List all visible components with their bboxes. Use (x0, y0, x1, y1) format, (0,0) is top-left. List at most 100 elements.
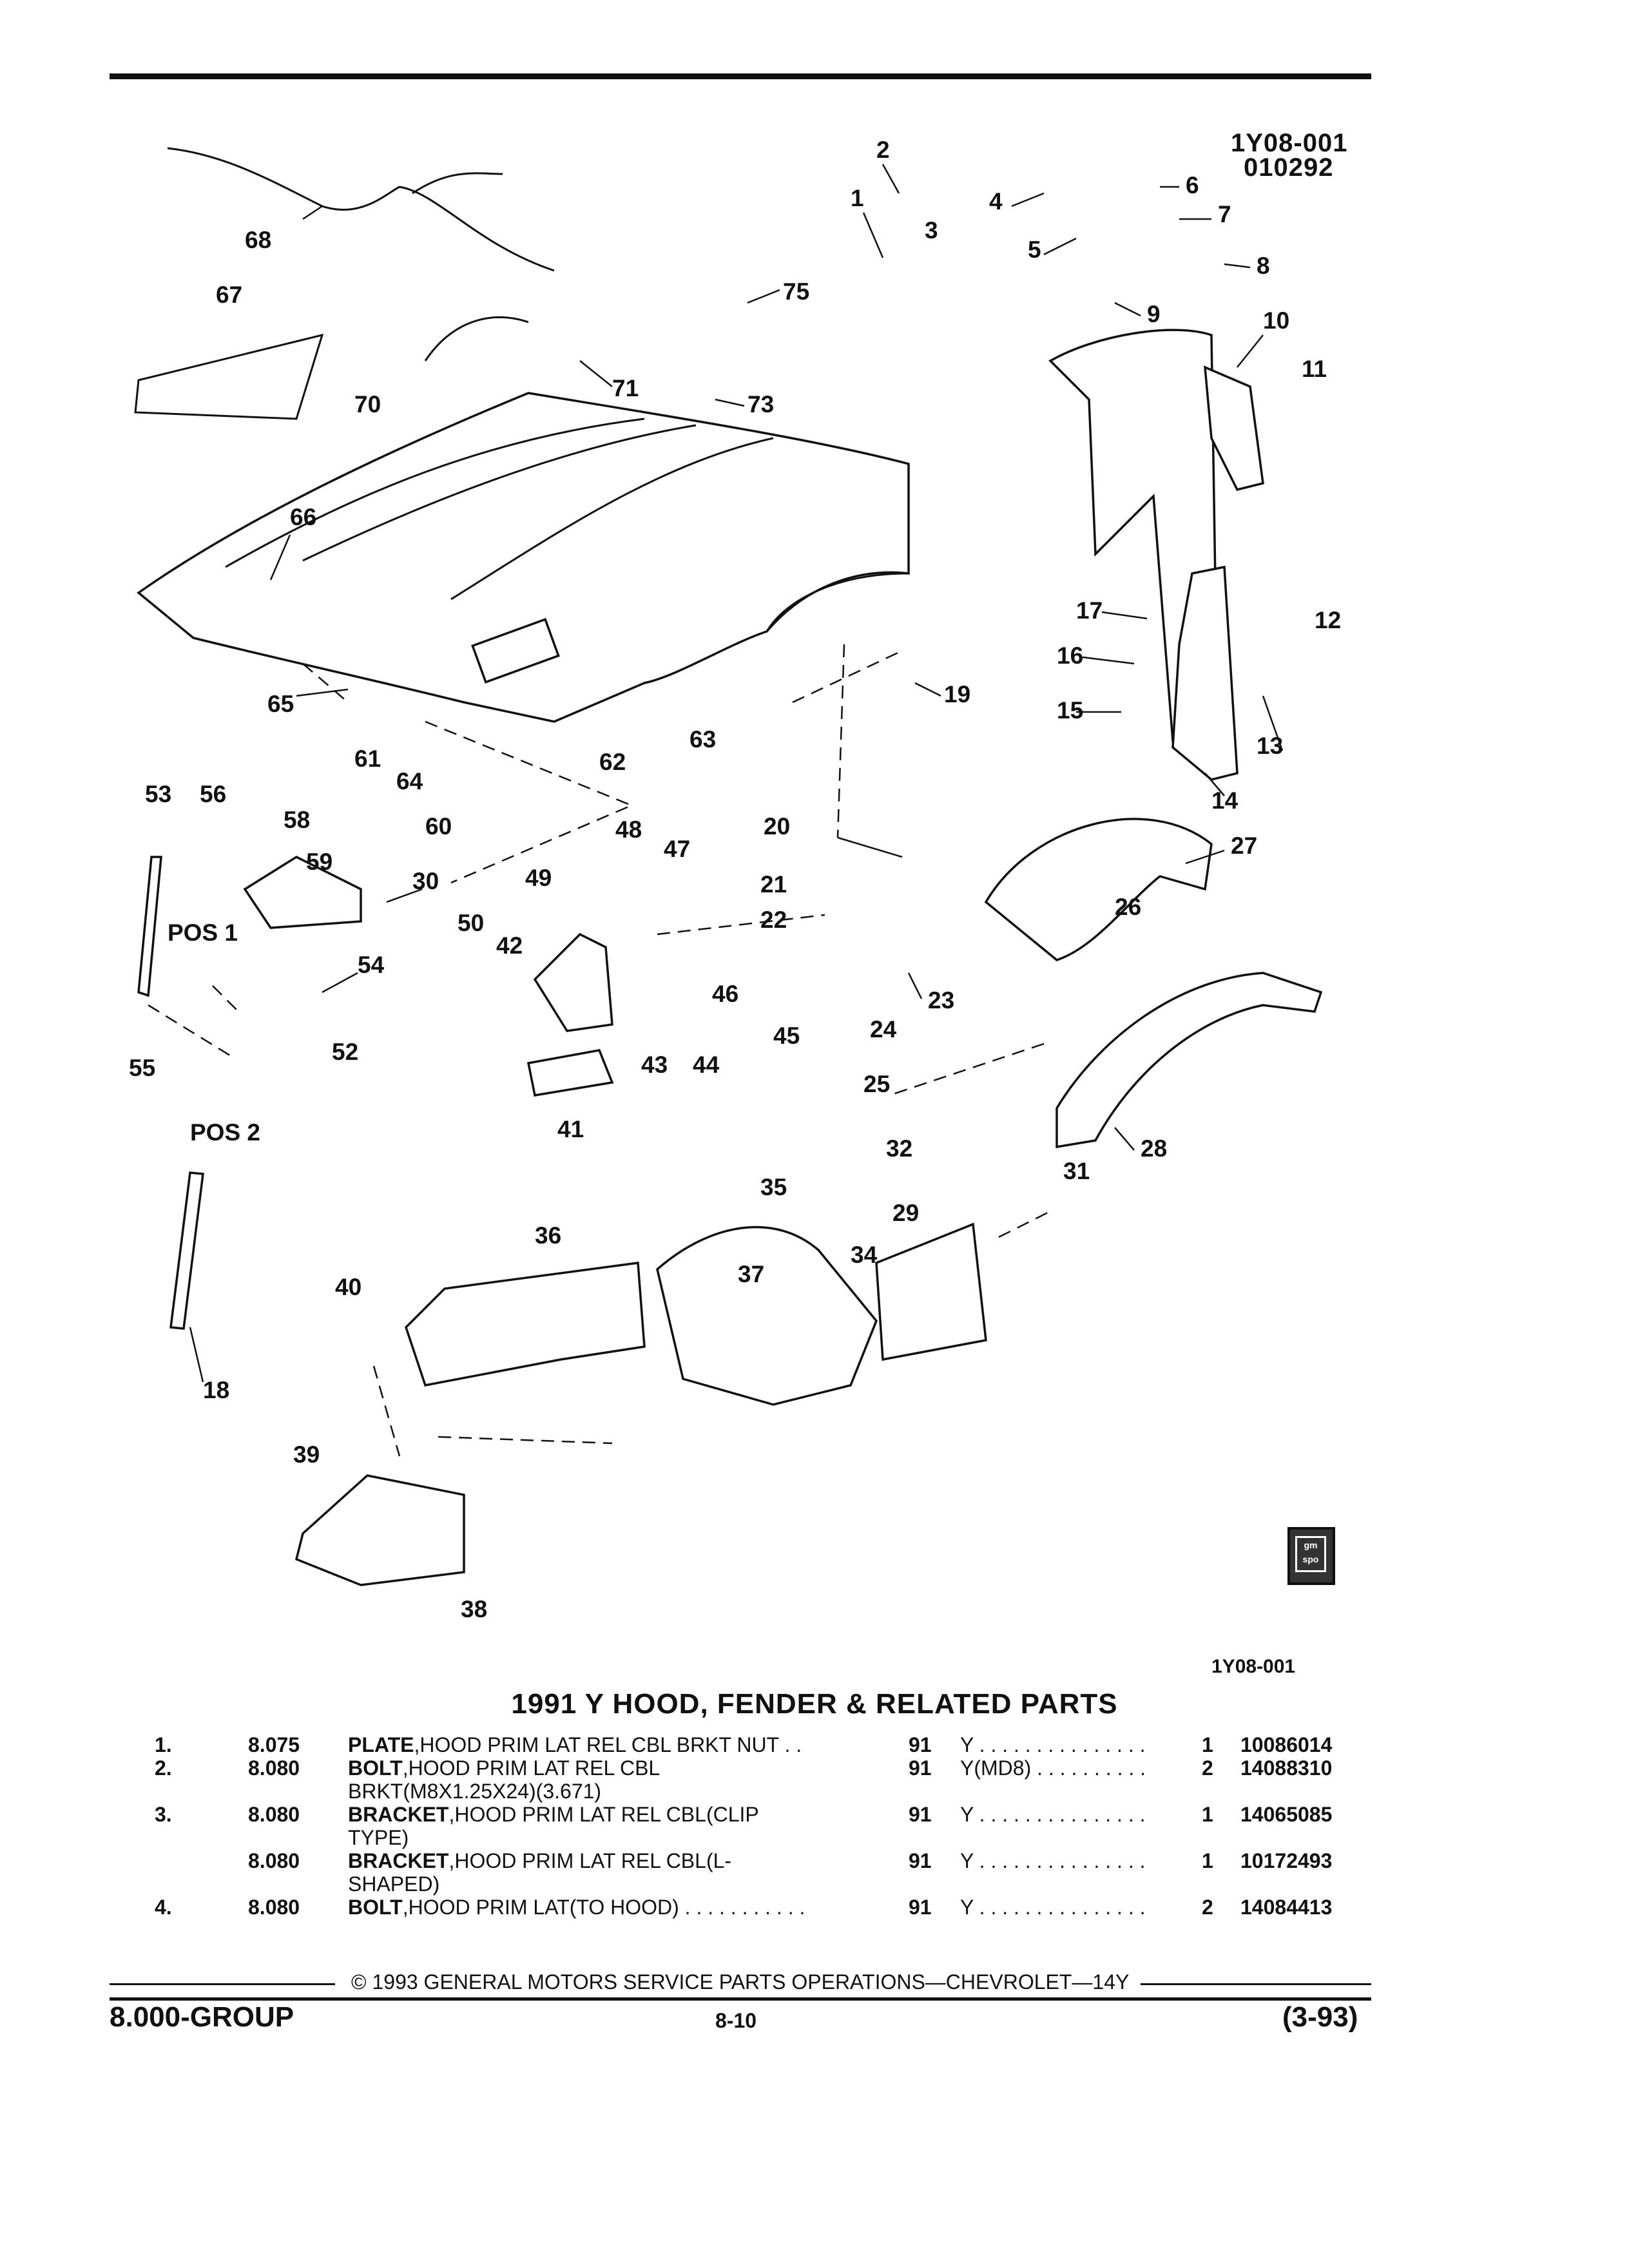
parts-row: 3. 8.080 BRACKET,HOOD PRIM LAT REL CBL(C… (155, 1803, 1379, 1849)
callout-21: 21 (760, 871, 787, 898)
callout-34: 34 (851, 1242, 878, 1268)
top-rule (110, 73, 1371, 79)
part-description: BRACKET,HOOD PRIM LAT REL CBL(L- SHAPED) (348, 1849, 876, 1896)
parts-list: 1. 8.075 PLATE,HOOD PRIM LAT REL CBL BRK… (155, 1733, 1379, 1919)
item-number: 3. (155, 1803, 172, 1826)
figure-date: 010292 (1244, 153, 1334, 182)
callout-10: 10 (1263, 307, 1289, 334)
callout-41: 41 (557, 1116, 584, 1142)
parts-row: 1. 8.075 PLATE,HOOD PRIM LAT REL CBL BRK… (155, 1733, 1379, 1780)
callout-45: 45 (773, 1023, 800, 1049)
air-deflector (294, 1474, 465, 1586)
callout-27: 27 (1231, 832, 1257, 859)
quantity: 1 (1202, 1733, 1213, 1756)
callout-23: 23 (928, 987, 954, 1014)
part-number: 10086014 (1240, 1733, 1333, 1756)
group-number: 8.075 (248, 1733, 300, 1756)
callout-48: 48 (615, 816, 642, 843)
callout-49: 49 (525, 865, 552, 891)
group-label: 8.000-GROUP (110, 2001, 294, 2033)
callout-47: 47 (664, 836, 690, 862)
item-number: 2. (155, 1756, 172, 1780)
callout-75: 75 (783, 278, 809, 305)
callout-68: 68 (245, 227, 271, 253)
callout-26: 26 (1115, 894, 1141, 920)
callout-2: 2 (876, 137, 890, 163)
footer-rule-left (110, 1983, 335, 1985)
part-desc-text: ,HOOD PRIM LAT REL CBL(L- (448, 1849, 732, 1872)
callout-37: 37 (738, 1261, 764, 1287)
callout-22: 22 (760, 907, 787, 933)
callout-1: 1 (851, 185, 864, 211)
callout-54: 54 (358, 952, 385, 978)
callout-44: 44 (693, 1052, 720, 1078)
callout-43: 43 (641, 1052, 668, 1078)
callout-12: 12 (1315, 607, 1341, 633)
callout-29: 29 (892, 1200, 919, 1226)
callout-55: 55 (129, 1055, 155, 1081)
callout-67: 67 (216, 282, 242, 308)
item-number: 4. (155, 1896, 172, 1919)
callout-6: 6 (1186, 172, 1199, 198)
part-desc-text: ,HOOD PRIM LAT REL CBL (402, 1756, 660, 1780)
callout-24: 24 (870, 1016, 897, 1043)
callout-38: 38 (461, 1596, 487, 1622)
callout-71: 71 (612, 375, 639, 401)
callout-73: 73 (747, 391, 774, 418)
group-number: 8.080 (248, 1756, 300, 1780)
gm-spo-logo: gm spo (1287, 1527, 1335, 1585)
callout-19: 19 (944, 681, 970, 707)
part-name: BOLT (348, 1896, 403, 1919)
callout-52: 52 (332, 1039, 358, 1065)
model-year: 91 (909, 1803, 932, 1826)
quantity: 1 (1202, 1803, 1213, 1826)
callout-25: 25 (863, 1071, 890, 1097)
callout-17: 17 (1076, 597, 1103, 624)
part-number: 14084413 (1240, 1896, 1333, 1919)
callout-14: 14 (1211, 787, 1239, 814)
callout-63: 63 (689, 726, 716, 753)
callout-59: 59 (306, 849, 333, 875)
callout-16: 16 (1057, 642, 1083, 669)
part-description: BOLT,HOOD PRIM LAT(TO HOOD) . . . . . . … (348, 1896, 876, 1919)
callout-42: 42 (496, 932, 523, 959)
callout-3: 3 (925, 217, 938, 244)
callout-60: 60 (425, 813, 452, 840)
model-code: Y . . . . . . . . . . . . . . . (960, 1896, 1146, 1919)
model-year: 91 (909, 1896, 932, 1919)
callout-61: 61 (354, 745, 381, 772)
callout-62: 62 (599, 749, 626, 775)
part-number: 10172493 (1240, 1849, 1333, 1872)
callout-20: 20 (764, 813, 790, 840)
part-number: 14065085 (1240, 1803, 1333, 1826)
part-desc-cont: SHAPED) (348, 1872, 440, 1896)
figure-caption: 1Y08-001 (1211, 1656, 1296, 1677)
revision-date: (3-93) (1282, 2001, 1358, 2033)
callout-65: 65 (267, 691, 294, 717)
callout-31: 31 (1063, 1158, 1090, 1184)
hood-panel (137, 392, 910, 723)
callout-30: 30 (412, 868, 439, 894)
callout-56: 56 (200, 781, 226, 807)
footer-rule-right (1141, 1983, 1371, 1985)
callout-50: 50 (458, 910, 484, 936)
callout-32: 32 (886, 1135, 912, 1162)
callout-5: 5 (1028, 236, 1041, 263)
footer-rule (110, 1997, 1371, 2001)
callout-7: 7 (1218, 201, 1231, 227)
callout-46: 46 (712, 981, 738, 1007)
callout-13: 13 (1257, 733, 1283, 759)
callout-70: 70 (354, 391, 381, 418)
group-number: 8.080 (248, 1803, 300, 1826)
callout-28: 28 (1141, 1135, 1167, 1162)
part-desc-cont: BRKT(M8X1.25X24)(3.671) (348, 1780, 602, 1803)
item-number: 1. (155, 1733, 172, 1756)
pos-2-label: POS 2 (190, 1119, 260, 1146)
callout-64: 64 (396, 768, 423, 794)
part-name: BRACKET (348, 1849, 449, 1872)
callout-35: 35 (760, 1174, 787, 1200)
part-desc-text: ,HOOD PRIM LAT REL CBL BRKT NUT . . (414, 1733, 802, 1756)
fender-liner (984, 818, 1213, 961)
